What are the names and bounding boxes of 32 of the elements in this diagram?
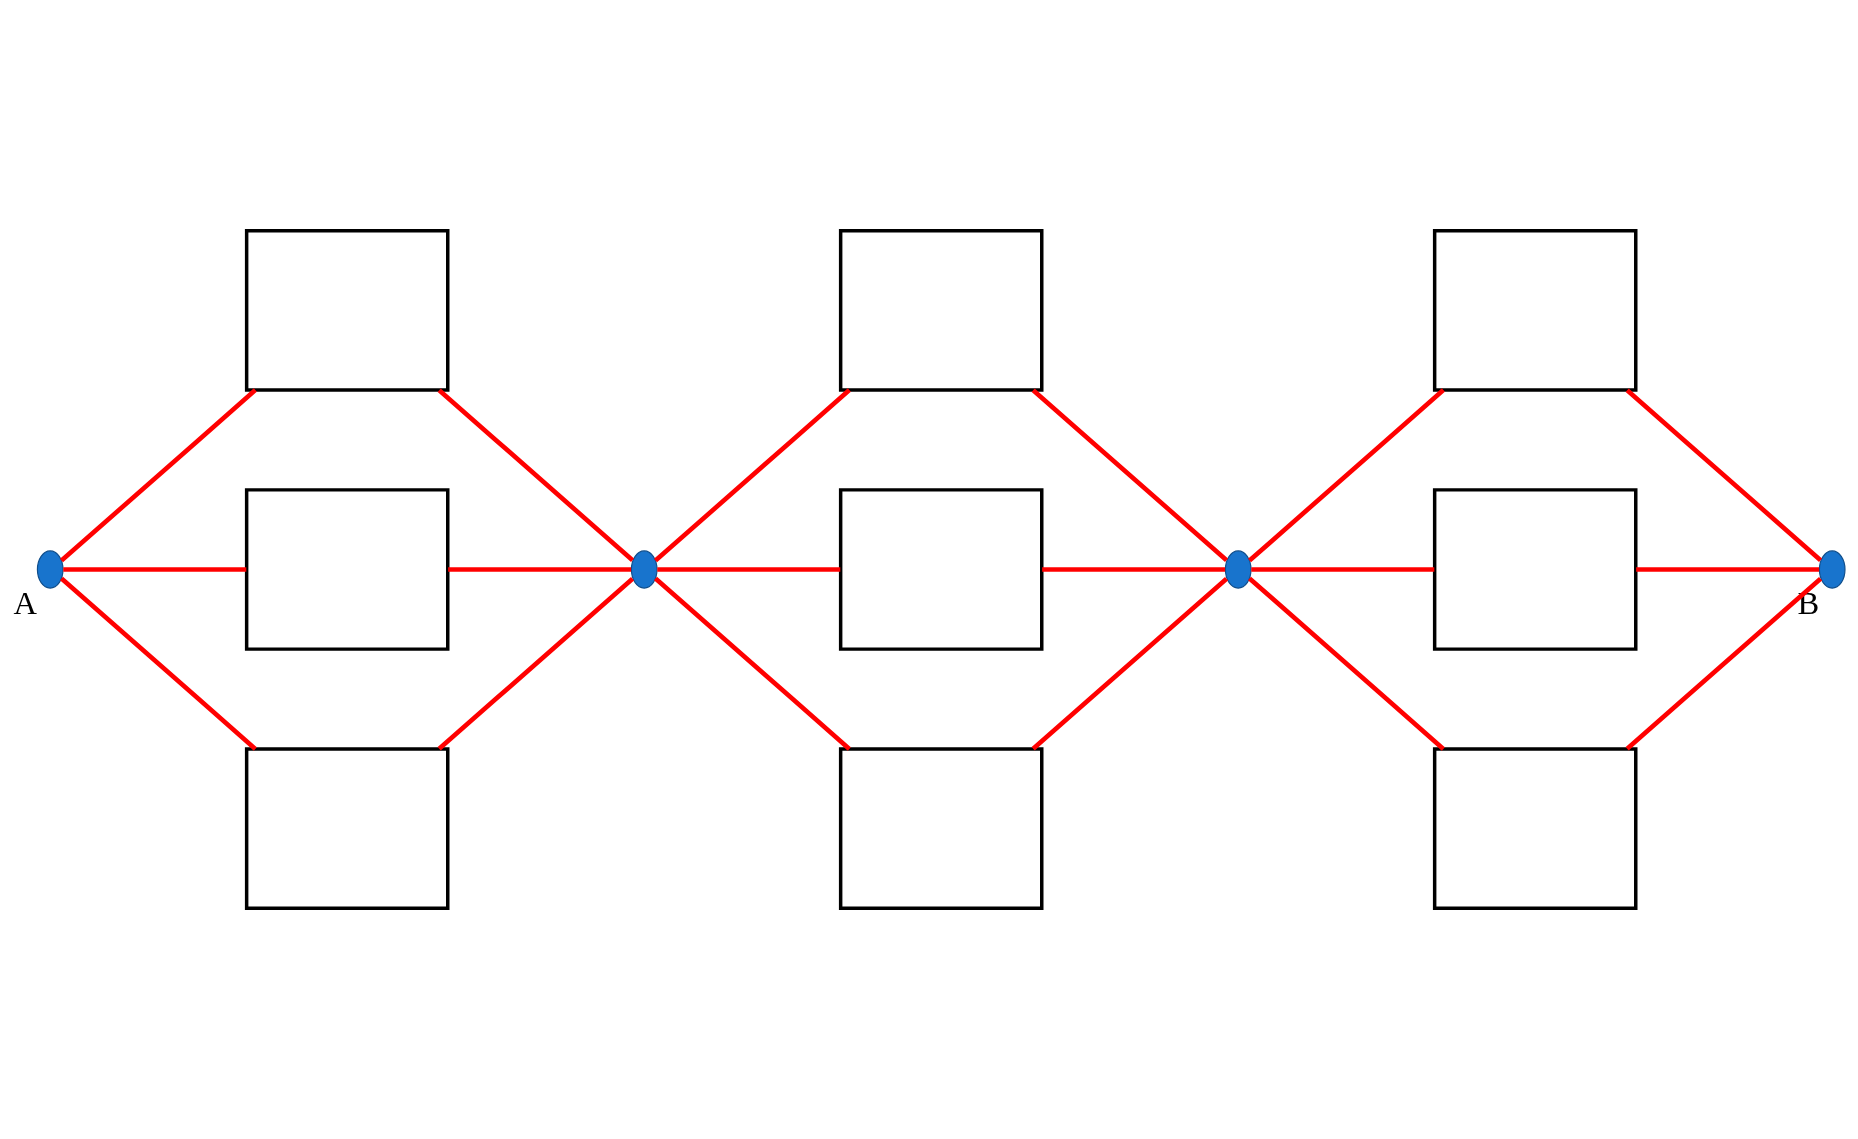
node-box [244,228,450,392]
connector [1031,388,1229,562]
node-label: A [13,585,37,622]
connector [1636,567,1820,572]
connector [1625,577,1823,751]
node-box [1432,747,1638,911]
connector [1251,567,1435,572]
connector [1042,567,1226,572]
connector [1031,577,1229,751]
node-circle [1818,550,1846,589]
node-circle [36,550,64,589]
connector [448,567,632,572]
node-circle [1224,550,1252,589]
connector [653,388,851,563]
connector [1248,576,1445,751]
connector [1625,388,1823,562]
connector [59,576,257,751]
connector [63,567,247,572]
node-box [838,488,1044,651]
connector [653,576,851,751]
node-box [838,228,1044,392]
connector [1248,388,1445,563]
node-box [838,747,1044,911]
node-box [244,747,450,911]
connector [437,388,635,562]
node-box [1432,488,1638,651]
connector [437,577,635,751]
connector [59,388,257,563]
connector [657,567,841,572]
node-box [244,488,450,651]
node-box [1432,228,1638,392]
node-circle [630,550,658,589]
